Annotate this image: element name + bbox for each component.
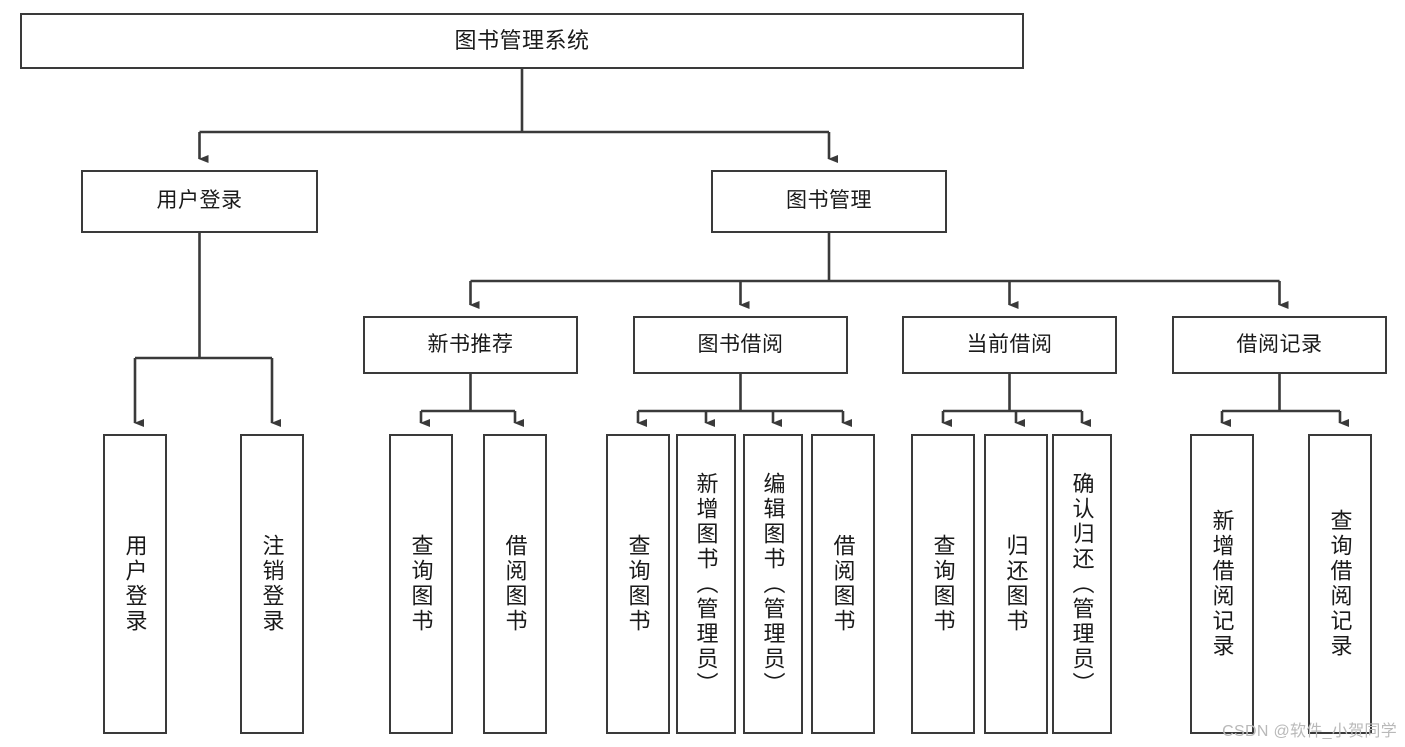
node-label: 借阅图书 — [502, 534, 528, 634]
node-borrowing-record[interactable]: 借阅记录 — [1172, 316, 1387, 374]
node-user-login[interactable]: 用户登录 — [81, 170, 318, 233]
node-label: 归还图书 — [1003, 534, 1029, 634]
node-current-borrowing[interactable]: 当前借阅 — [902, 316, 1117, 374]
leaf-query-book-current[interactable]: 查询图书 — [911, 434, 975, 734]
node-label: 编辑图书（管理员） — [760, 471, 786, 697]
node-label: 当前借阅 — [966, 332, 1053, 356]
node-book-borrowing[interactable]: 图书借阅 — [633, 316, 848, 374]
leaf-edit-book-admin[interactable]: 编辑图书（管理员） — [743, 434, 803, 734]
leaf-query-book-borrowing[interactable]: 查询图书 — [606, 434, 670, 734]
leaf-user-login[interactable]: 用户登录 — [103, 434, 167, 734]
leaf-confirm-return-admin[interactable]: 确认归还（管理员） — [1052, 434, 1112, 734]
leaf-add-borrowing-record[interactable]: 新增借阅记录 — [1190, 434, 1254, 734]
leaf-query-borrowing-record[interactable]: 查询借阅记录 — [1308, 434, 1372, 734]
node-label: 图书管理 — [786, 189, 872, 213]
node-label: 查询借阅记录 — [1327, 509, 1353, 659]
node-book-management[interactable]: 图书管理 — [711, 170, 947, 233]
leaf-add-book-admin[interactable]: 新增图书（管理员） — [676, 434, 736, 734]
node-label: 注销登录 — [259, 534, 285, 634]
node-label: 新增借阅记录 — [1209, 509, 1235, 659]
node-label: 图书管理系统 — [454, 28, 590, 54]
node-label: 图书借阅 — [697, 332, 784, 356]
leaf-return-book[interactable]: 归还图书 — [984, 434, 1048, 734]
leaf-logout[interactable]: 注销登录 — [240, 434, 304, 734]
leaf-borrow-book-recommendation[interactable]: 借阅图书 — [483, 434, 547, 734]
csdn-watermark: CSDN @软件_小贺同学 — [1222, 723, 1397, 740]
node-new-book-recommendation[interactable]: 新书推荐 — [363, 316, 578, 374]
node-label: 确认归还（管理员） — [1069, 471, 1095, 697]
leaf-query-book-recommendation[interactable]: 查询图书 — [389, 434, 453, 734]
node-label: 新书推荐 — [427, 332, 514, 356]
node-label: 用户登录 — [156, 189, 243, 213]
node-label: 新增图书（管理员） — [693, 471, 719, 697]
node-root-book-management-system[interactable]: 图书管理系统 — [20, 13, 1024, 69]
node-label: 查询图书 — [408, 534, 434, 634]
node-label: 用户登录 — [122, 534, 148, 634]
leaf-borrow-book-borrowing[interactable]: 借阅图书 — [811, 434, 875, 734]
node-label: 查询图书 — [625, 534, 651, 634]
node-label: 借阅图书 — [830, 534, 856, 634]
node-label: 借阅记录 — [1236, 332, 1323, 356]
node-label: 查询图书 — [930, 534, 956, 634]
